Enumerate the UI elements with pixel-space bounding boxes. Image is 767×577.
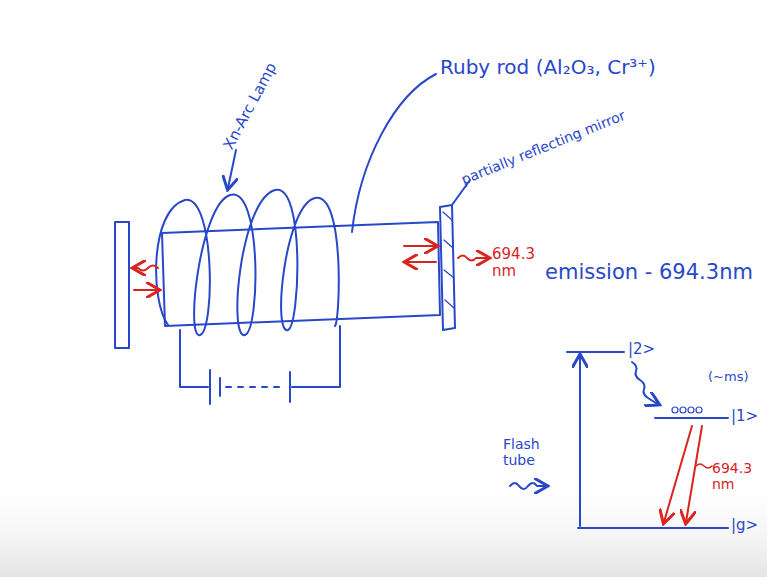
rod-label: Ruby rod (Al₂O₃, Cr³⁺) <box>440 56 656 79</box>
wavelength-label: 694.3 nm <box>712 460 758 492</box>
population-dots <box>672 407 702 413</box>
lamp-label: Xn-Arc Lamp <box>220 60 280 153</box>
wire <box>292 326 340 387</box>
battery-symbol <box>289 372 291 402</box>
ruby-rod <box>162 222 440 326</box>
flash-lamp-coil <box>156 190 339 335</box>
emission-label: emission - 694.3nm <box>545 260 753 284</box>
full-mirror <box>115 222 129 348</box>
energy-level <box>655 417 728 419</box>
light-arrow <box>134 289 158 291</box>
level-label: |g> <box>731 517 758 534</box>
emission-arrow <box>458 256 488 261</box>
energy-level <box>578 527 728 529</box>
energy-level <box>567 351 624 353</box>
mirror-hatching <box>443 212 454 308</box>
partial-mirror <box>440 205 455 330</box>
leader-line <box>228 150 236 188</box>
light-arrow <box>134 266 158 271</box>
leader-line <box>352 74 436 232</box>
level-label: |1> <box>731 408 758 425</box>
mirror-label: partially reflecting mirror <box>459 107 628 188</box>
laser-transition <box>686 426 702 522</box>
wavy-mark <box>696 464 712 468</box>
level-label: |2> <box>628 341 655 358</box>
decay-arrow <box>632 362 658 404</box>
light-arrow <box>406 261 436 263</box>
lifetime-label: (~ms) <box>708 370 748 385</box>
battery-symbol <box>210 370 220 404</box>
bottom-band <box>0 470 767 577</box>
pump-label: Flash tube <box>503 436 549 468</box>
battery-symbol <box>226 386 282 388</box>
wire <box>180 330 208 387</box>
light-arrow <box>404 245 436 247</box>
wavelength-label: 694.3 nm <box>492 246 538 281</box>
pump-arrow <box>579 356 581 526</box>
flash-wavy-arrow <box>510 483 546 489</box>
